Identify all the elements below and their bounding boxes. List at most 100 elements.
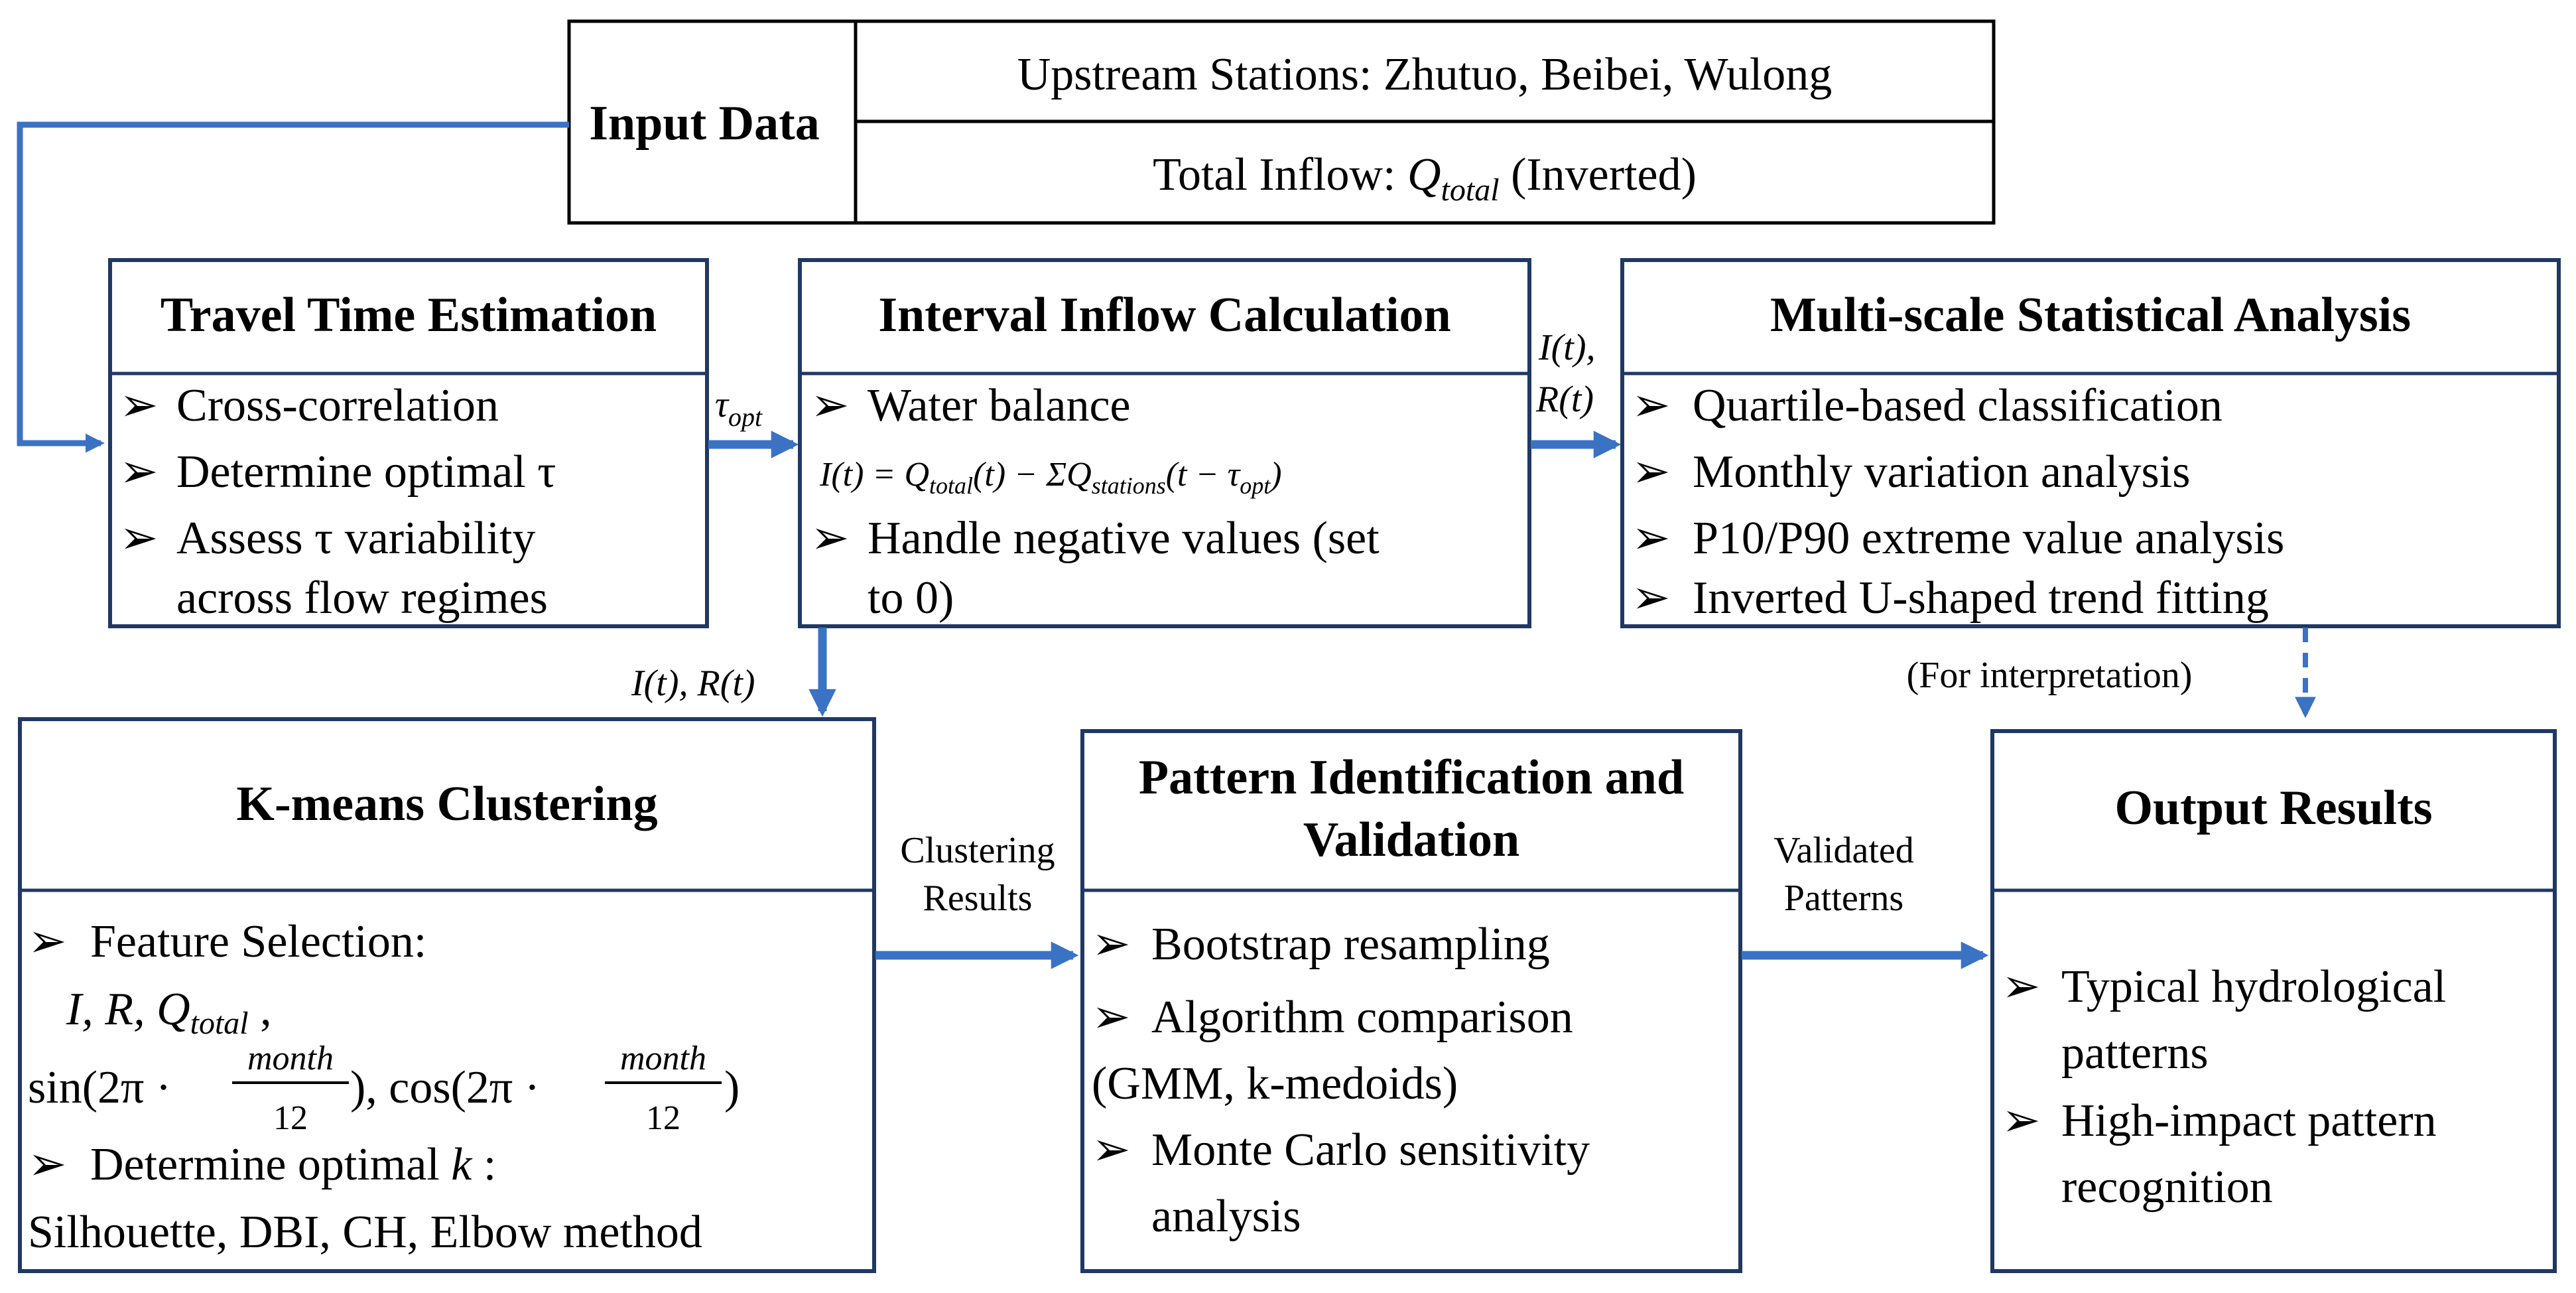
for-interpretation-label: (For interpretation) [1907, 655, 2193, 696]
pattern-bullet-1: ➢ Bootstrap resampling [1092, 919, 1550, 970]
total-inflow-symbol: Q [1407, 149, 1441, 200]
kmeans-title: K-means Clustering [236, 777, 657, 831]
output-frame [1990, 729, 2557, 1273]
travel-time-box: Travel Time Estimation ➢ Cross-correlatio… [108, 258, 709, 628]
determine-k-end: : [472, 1139, 496, 1190]
travel-bullet-1: ➢ Cross-correlation [119, 380, 499, 431]
tau-subscript: opt [728, 402, 763, 432]
kmeans-feature-selection: ➢ Feature Selection: [28, 916, 426, 967]
bullet-arrow-icon: ➢ [1632, 513, 1671, 564]
multi-bullet-1: ➢ Quartile-based classification [1632, 380, 2222, 431]
input-to-travel-arrow [17, 121, 569, 453]
interval-inflow-box: Interval Inflow Calculation ➢Water balan… [798, 258, 1531, 628]
kmeans-methods: Silhouette, DBI, CH, Elbow method [28, 1207, 702, 1258]
bullet-arrow-icon: ➢ [119, 380, 159, 431]
bullet-arrow-icon: ➢ [810, 513, 850, 564]
cos-term: ), cos(2π · [350, 1062, 540, 1113]
kmeans-frame [18, 717, 876, 1273]
travel-bullet-3-text: Assess τ variability [176, 513, 535, 564]
travel-time-frame [108, 258, 709, 628]
bullet-arrow-icon: ➢ [28, 916, 67, 967]
feature-vars-main: I, R, Q [66, 984, 190, 1035]
clustering-results-label-1: Clustering [900, 830, 1055, 871]
eq-part-c: (t − τ [1166, 456, 1242, 494]
frac-1-den: 12 [273, 1099, 308, 1137]
output-bullet-1: ➢Typical hydrological [2002, 961, 2446, 1012]
input-data-label: Input Data [589, 96, 820, 151]
eq-sub-total: total [929, 472, 973, 499]
multi-bullet-2: ➢ Monthly variation analysis [1632, 446, 2190, 498]
total-inflow-text: Total Inflow: Qtotal (Inverted) [1153, 149, 1697, 208]
frac-1-num: month [247, 1040, 334, 1077]
output-title: Output Results [2114, 781, 2432, 835]
interval-bullet-2: ➢Handle negative values (set [810, 513, 1380, 564]
eq-sub-opt: opt [1240, 472, 1271, 499]
travel-bullet-2-text: Determine optimal τ [176, 446, 556, 498]
multi-scale-title: Multi-scale Statistical Analysis [1770, 288, 2411, 342]
eq-part-b: (t) − ΣQ [973, 456, 1092, 494]
output-box: Output Results ➢Typical hydrological pat… [1990, 729, 2557, 1273]
pattern-bullet-2-cont: (GMM, k-medoids) [1092, 1058, 1458, 1109]
eq-part-d: ) [1268, 456, 1281, 494]
pattern-bullet-2: ➢ Algorithm comparison [1092, 992, 1573, 1043]
travel-bullet-2: ➢ Determine optimal τ [119, 446, 556, 498]
bullet-arrow-icon: ➢ [2002, 1095, 2041, 1146]
output-bullet-1-cont: patterns [2061, 1028, 2209, 1079]
interval-bullet-1: ➢Water balance [810, 380, 1131, 431]
interval-inflow-frame [798, 258, 1531, 628]
eq-sub-stations: stations [1092, 472, 1166, 499]
cos-close: ) [724, 1062, 740, 1113]
tau-opt-label: τopt [715, 384, 763, 432]
bullet-arrow-icon: ➢ [119, 513, 159, 564]
bullet-arrow-icon: ➢ [1632, 573, 1671, 624]
frac-2-num: month [620, 1040, 706, 1077]
pattern-box: Pattern Identification and Validation ➢ B… [1080, 729, 1742, 1273]
total-inflow-subscript: total [1441, 172, 1500, 208]
validated-patterns-label-2: Patterns [1784, 878, 1903, 919]
pattern-bullet-2-text: Algorithm comparison [1151, 992, 1573, 1043]
interval-bullet-1-text: Water balance [868, 380, 1131, 431]
pattern-bullet-3: ➢Monte Carlo sensitivity [1092, 1124, 1590, 1176]
total-inflow-suffix: (Inverted) [1500, 149, 1697, 200]
multi-bullet-3-text: P10/P90 extreme value analysis [1693, 513, 2284, 564]
output-bullet-2-cont: recognition [2061, 1162, 2273, 1213]
feature-vars-subscript: total [190, 1006, 249, 1041]
sin-term: sin(2π · [28, 1062, 171, 1113]
travel-time-title: Travel Time Estimation [161, 288, 657, 342]
multi-scale-frame [1620, 258, 2561, 628]
bullet-arrow-icon: ➢ [1092, 992, 1131, 1043]
frac-2-den: 12 [646, 1099, 680, 1137]
interval-bullet-2-cont: to 0) [868, 573, 954, 624]
total-inflow-prefix: Total Inflow: [1153, 149, 1407, 200]
feature-selection-text: Feature Selection: [90, 916, 426, 967]
bullet-arrow-icon: ➢ [1632, 380, 1671, 431]
multi-bullet-4-text: Inverted U-shaped trend fitting [1693, 573, 2269, 624]
kmeans-feature-vars: I, R, Qtotal , [66, 984, 272, 1041]
upstream-stations-text: Upstream Stations: Zhutuo, Beibei, Wulon… [1017, 49, 1833, 100]
pattern-title-line-1: Pattern Identification and [1139, 750, 1684, 805]
multi-bullet-3: ➢ P10/P90 extreme value analysis [1632, 513, 2284, 564]
determine-k-symbol: k [451, 1139, 473, 1190]
it-rt-label: I(t), R(t) [631, 663, 755, 704]
travel-bullet-1-text: Cross-correlation [176, 380, 499, 431]
pattern-bullet-1-text: Bootstrap resampling [1151, 919, 1550, 970]
multi-bullet-4: ➢ Inverted U-shaped trend fitting [1632, 573, 2269, 624]
output-bullet-2: ➢High-impact pattern [2002, 1095, 2437, 1146]
output-bullet-1-text: Typical hydrological [2061, 961, 2446, 1012]
bullet-arrow-icon: ➢ [1632, 446, 1671, 498]
tau-symbol: τ [715, 384, 730, 425]
multi-scale-box: Multi-scale Statistical Analysis ➢ Quarti… [1620, 258, 2561, 628]
pattern-frame [1080, 729, 1742, 1273]
multi-bullet-1-text: Quartile-based classification [1693, 380, 2222, 431]
bullet-arrow-icon: ➢ [1092, 919, 1131, 970]
bullet-arrow-icon: ➢ [119, 446, 159, 498]
input-data-box: Input Data Upstream Stations: Zhutuo, Be… [567, 19, 1996, 225]
pattern-title-line-2: Validation [1303, 813, 1519, 867]
bullet-arrow-icon: ➢ [1092, 1124, 1131, 1176]
determine-k-text: Determine optimal [90, 1139, 451, 1190]
kmeans-box: K-means Clustering ➢ Feature Selection: I… [18, 717, 876, 1273]
multi-bullet-2-text: Monthly variation analysis [1693, 446, 2190, 498]
pattern-bullet-3-cont: analysis [1151, 1191, 1301, 1242]
